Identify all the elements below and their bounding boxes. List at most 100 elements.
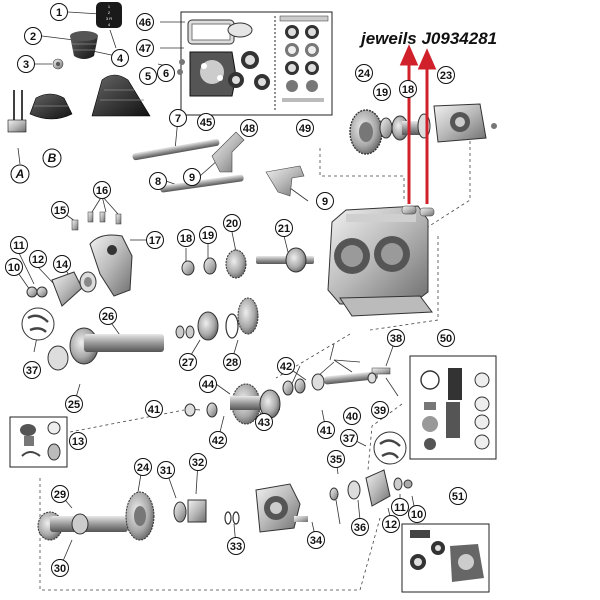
mainshaft-assembly-21 [256,247,314,273]
callout-circle [189,453,207,471]
callout-c26: 26 [99,307,117,325]
bearing-31-32 [173,499,207,523]
bearing-18-19 [181,257,217,276]
callout-c37b: 37 [340,429,358,447]
callout-number: 24 [137,462,150,474]
callout-circle [51,485,69,503]
callout-number: 39 [374,405,386,417]
callout-circle [373,83,391,101]
callout-number: 43 [258,417,270,429]
callout-circle [111,49,129,67]
callout-c18a: 18 [177,229,195,247]
callout-number: 50 [440,333,452,345]
callout-c27: 27 [179,353,197,371]
callout-c48: 48 [240,119,258,137]
callout-c51: 51 [449,487,467,505]
callout-c19a: 19 [199,226,217,244]
callout-c12b: 12 [382,515,400,533]
callout-number: 29 [54,489,66,501]
shift-fork-9b [265,165,305,197]
callout-c30: 30 [51,559,69,577]
callout-circle [296,119,314,137]
callout-c7: 7 [169,109,187,127]
callout-c38: 38 [387,329,405,347]
callout-circle [24,27,42,45]
callout-number: 8 [155,176,161,188]
callout-c40: 40 [343,407,361,425]
callout-c24b: 24 [134,458,152,476]
shift-rod-7 [132,138,220,161]
callout-number: 41 [320,425,332,437]
letter-labels: AB [10,148,62,184]
callout-circle [169,109,187,127]
callout-number: 2 [30,31,36,43]
main-gear-24a [349,109,383,155]
callout-c4: 4 [111,49,129,67]
callout-number: 23 [440,70,452,82]
letter-lA: A [10,164,30,184]
callout-c42a: 42 [277,357,295,375]
callout-c34: 34 [307,531,325,549]
callout-circle [183,168,201,186]
callout-circle [227,537,245,555]
callout-number: 24 [358,68,371,80]
callout-number: 18 [402,84,414,96]
callout-circle [307,531,325,549]
callout-number: 3 [23,59,29,71]
callout-circle [437,66,455,84]
small-parts-kit-50 [420,368,490,450]
callout-c20: 20 [223,214,241,232]
callout-number: 13 [72,436,84,448]
callout-c16: 16 [93,181,111,199]
callout-number: 4 [117,53,124,65]
shifter-parts-box [9,416,68,468]
callout-number: 35 [330,454,342,466]
callout-c25: 25 [65,395,83,413]
callout-circle [51,201,69,219]
svg-text:2: 2 [108,10,111,15]
transmission-case [327,205,429,305]
callout-c11b: 11 [391,498,409,516]
shift-rod-8 [160,174,244,193]
output-shaft-26 [47,327,164,371]
callout-c31: 31 [157,461,175,479]
callout-circle [51,559,69,577]
callout-number: 37 [343,433,355,445]
front-cover-23 [417,103,497,143]
callout-circle [327,450,345,468]
callout-number: 28 [226,357,238,369]
callout-number: 10 [8,262,20,274]
callout-number: 10 [411,509,423,521]
callout-c45: 45 [197,113,215,131]
callout-c13: 13 [69,432,87,450]
callout-number: 31 [160,465,172,477]
callout-c19b: 19 [373,83,391,101]
callout-circle [149,172,167,190]
small-bolts-15-16 [71,211,122,231]
note-arrows [399,44,437,204]
callout-circle [223,353,241,371]
cluster-gear-44 [230,383,281,425]
callout-c10b: 10 [408,505,426,523]
callout-c8: 8 [149,172,167,190]
callout-c46: 46 [136,13,154,31]
shifter-nut [52,58,64,70]
svg-text:3 R: 3 R [106,16,112,21]
callout-circle [408,505,426,523]
u-joint-clip-37a [21,307,55,341]
cluster-parts-41-43 [184,373,325,418]
callout-circle [351,518,369,536]
callout-number: 16 [96,185,108,197]
callout-number: 44 [202,379,215,391]
callout-circle [179,353,197,371]
callout-c21: 21 [275,219,293,237]
callout-circle [53,255,71,273]
callout-circle [69,432,87,450]
callout-circle [387,329,405,347]
callout-number: 41 [148,404,160,416]
callout-c15: 15 [51,201,69,219]
callout-c17: 17 [146,231,164,249]
callout-circle [343,407,361,425]
callout-circle [316,192,334,210]
